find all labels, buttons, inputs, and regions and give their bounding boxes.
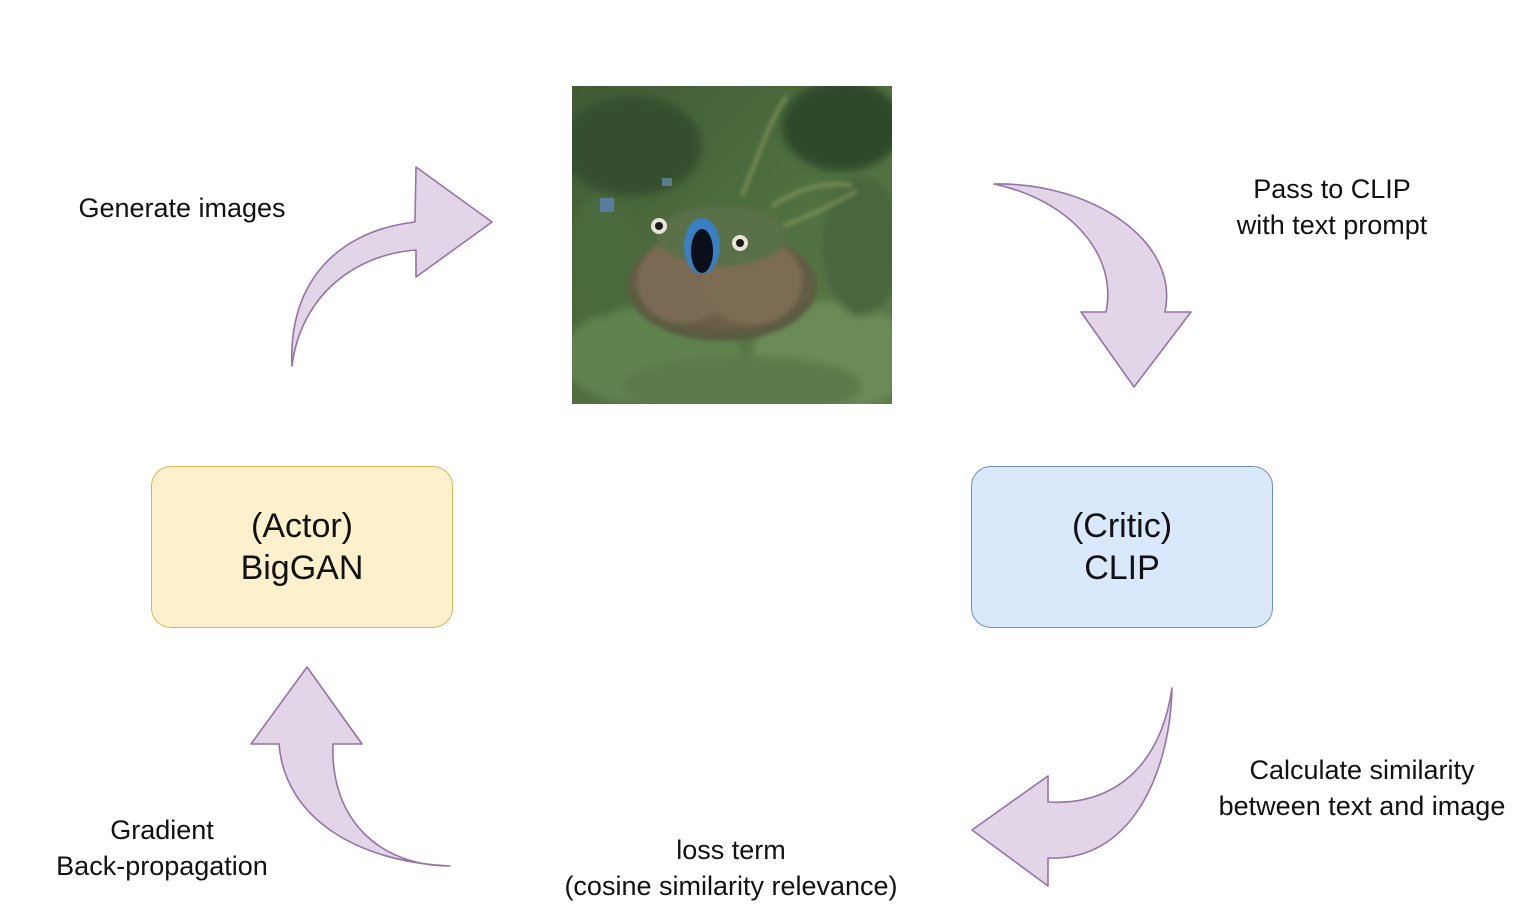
actor-role-label: (Actor) (251, 507, 353, 545)
actor-biggan-node: (Actor) BigGAN (151, 466, 453, 628)
loss-term-label: loss term (cosine similarity relevance) (540, 832, 922, 904)
similarity-arrow (971, 687, 1173, 887)
gradient-line1: Gradient (110, 815, 214, 845)
generate-arrow (290, 166, 493, 367)
pass-to-clip-line2: with text prompt (1236, 210, 1428, 240)
calculate-similarity-label: Calculate similarity between text and im… (1196, 752, 1528, 824)
critic-clip-node: (Critic) CLIP (971, 466, 1273, 628)
generated-bird-image (572, 86, 892, 404)
critic-name-label: CLIP (1084, 549, 1160, 587)
similarity-line2: between text and image (1218, 791, 1506, 821)
generate-images-label: Generate images (78, 193, 286, 223)
pass-to-clip-label: Pass to CLIP with text prompt (1212, 171, 1452, 243)
actor-name-label: BigGAN (240, 549, 364, 587)
critic-role-label: (Critic) (1071, 507, 1173, 545)
gradient-arrow (250, 666, 451, 867)
gradient-line2: Back-propagation (56, 851, 268, 881)
pass-to-clip-arrow (993, 183, 1192, 388)
loss-line2: (cosine similarity relevance) (564, 871, 898, 901)
pass-to-clip-line1: Pass to CLIP (1253, 174, 1411, 204)
similarity-line1: Calculate similarity (1249, 755, 1475, 785)
loss-line1: loss term (676, 835, 786, 865)
gradient-backprop-label: Gradient Back-propagation (38, 812, 286, 884)
